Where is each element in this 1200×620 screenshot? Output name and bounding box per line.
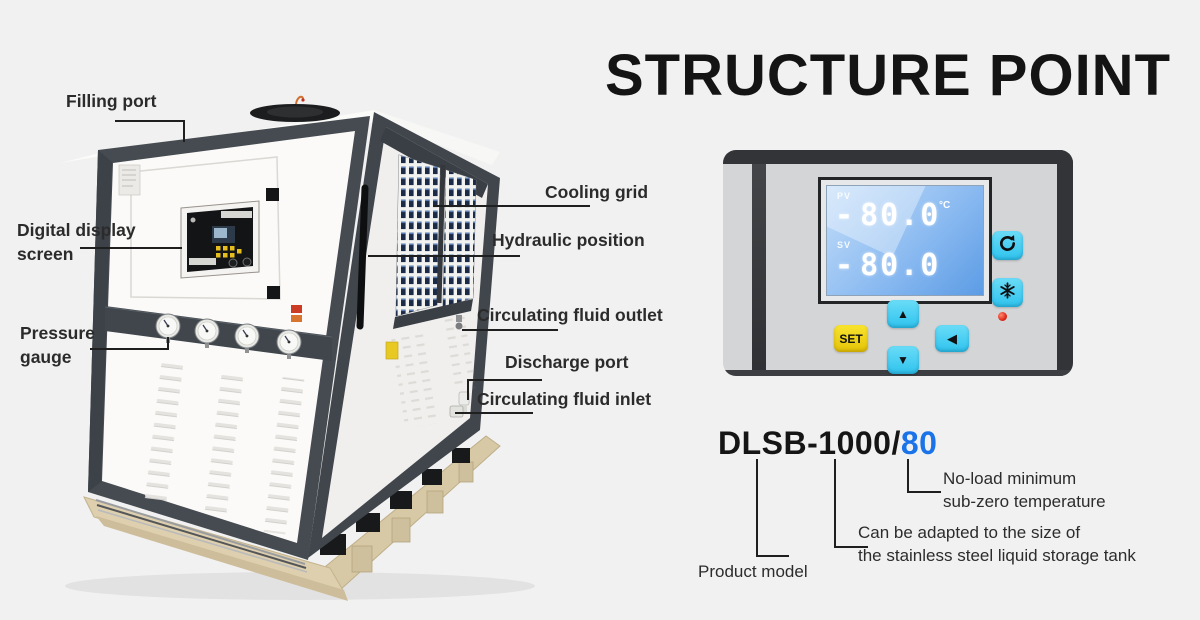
arrow-down-icon: ▼: [897, 353, 909, 367]
annotation-line: Can be adapted to the size of: [858, 523, 1081, 542]
label-circulating-fluid-outlet: Circulating fluid outlet: [477, 305, 663, 325]
annotation-line: sub-zero temperature: [943, 492, 1106, 511]
annotation-line: No-load minimum: [943, 469, 1077, 488]
discharge-port-fitting: [458, 391, 470, 412]
lcd-screen: PV -80.0 °C SV -80.0: [826, 185, 984, 296]
panel-frame-top: [723, 150, 1073, 164]
cooling-button: [992, 278, 1023, 307]
digital-display-unit: [180, 200, 260, 279]
label-line: Digital display: [17, 220, 136, 240]
top-fan: [250, 95, 340, 122]
model-code-suffix: 80: [900, 425, 938, 461]
label-hydraulic-position: Hydraulic position: [492, 230, 645, 250]
warning-sticker: [291, 305, 302, 313]
temperature-unit: °C: [939, 200, 951, 211]
left-button: ◀: [935, 325, 969, 352]
panel-frame-right: [1057, 150, 1073, 376]
label-cooling-grid: Cooling grid: [545, 182, 649, 202]
ground-shadow: [65, 572, 535, 600]
label-circulating-fluid-inlet: Circulating fluid inlet: [477, 389, 652, 409]
snowflake-icon: [999, 281, 1016, 304]
hydraulic-level-strip: [356, 184, 369, 330]
sv-label: SV: [837, 240, 852, 250]
warning-sticker: [385, 341, 399, 360]
warning-sticker: [291, 315, 302, 322]
pv-label: PV: [837, 191, 852, 201]
mode-button: [992, 231, 1023, 260]
label-line: screen: [17, 243, 74, 264]
fluid-outlet-fitting: [455, 315, 463, 330]
set-button: SET: [834, 325, 868, 352]
fluid-inlet-fitting: [449, 405, 464, 418]
label-filling-port: Filling port: [66, 91, 157, 111]
door-hinge: [266, 188, 279, 201]
power-led: [998, 312, 1007, 321]
arrow-left-icon: ◀: [947, 330, 957, 346]
door-hinge: [267, 286, 280, 299]
label-discharge-port: Discharge port: [505, 352, 629, 372]
sv-value: -80.0: [835, 248, 941, 283]
annotation-product-model: Product model: [698, 562, 808, 581]
annotation-min-temperature: No-load minimum sub-zero temperature: [943, 467, 1106, 513]
label-line: gauge: [20, 346, 72, 367]
model-code: DLSB-1000/80: [718, 425, 937, 462]
pressure-gauges: [155, 313, 302, 359]
cooling-grid-panels: [393, 154, 477, 329]
panel-frame-strip: [752, 164, 766, 376]
arrow-up-icon: ▲: [897, 307, 909, 321]
label-digital-display-screen: Digital display screen: [17, 219, 136, 266]
refresh-icon: [998, 234, 1017, 258]
wooden-pallet: [83, 435, 501, 601]
pv-value: -80.0: [835, 198, 941, 233]
label-pressure-gauge: Pressure gauge: [20, 322, 95, 369]
machine-side-face: [308, 112, 500, 558]
lcd-display: PV -80.0 °C SV -80.0: [818, 177, 992, 304]
label-line: Pressure: [20, 323, 95, 343]
down-button: ▼: [887, 346, 919, 374]
pressure-gauge-bar: [104, 306, 333, 361]
machine-base-blocks: [320, 448, 470, 555]
control-panel-photo: PV -80.0 °C SV -80.0: [723, 150, 1073, 376]
up-button: ▲: [887, 300, 919, 328]
annotation-line: the stainless steel liquid storage tank: [858, 546, 1136, 565]
spec-sticker: [118, 164, 141, 196]
page-title: STRUCTURE POINT: [605, 43, 1171, 108]
model-code-prefix: DLSB-1000/: [718, 425, 901, 461]
annotation-tank-size: Can be adapted to the size of the stainl…: [858, 521, 1136, 567]
machine-front-face: [88, 116, 370, 573]
